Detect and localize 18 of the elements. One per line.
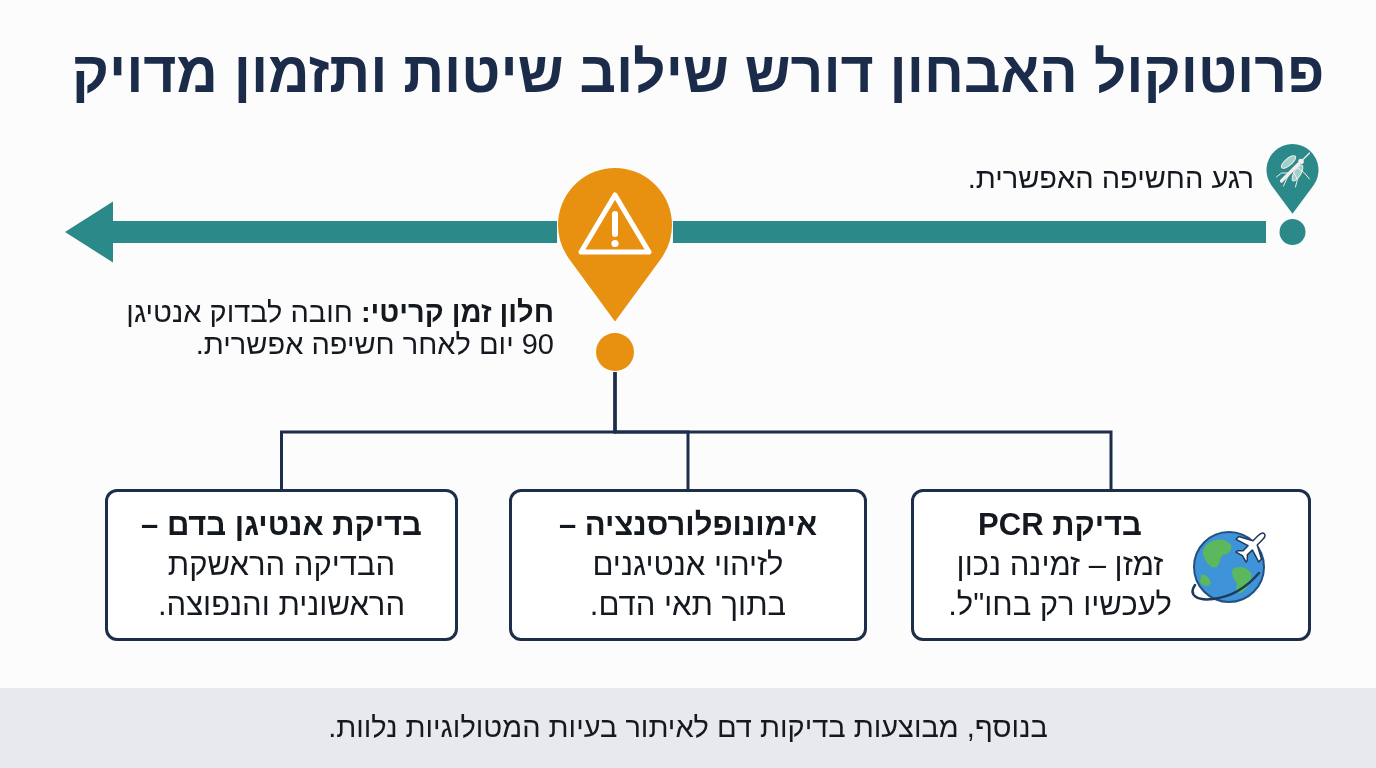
map-pin bbox=[557, 167, 673, 372]
timeline-line bbox=[673, 221, 1266, 243]
map-pin bbox=[1266, 143, 1319, 246]
footer-note: בנוסף, מבוצעות בדיקות דם לאיתור בעיות המטולוגיות נלוות. bbox=[327, 710, 1049, 746]
card-text: הבדיקה הראשקת הראשונית והנפוצה. bbox=[157, 545, 406, 625]
info-card bbox=[509, 489, 867, 641]
card-text: זמזן – זמינה נכון לעכשיו רק בחו"ל. bbox=[947, 545, 1173, 625]
timeline-arrow bbox=[65, 201, 557, 263]
card-heading: אימונופלורסנציה – bbox=[558, 505, 818, 544]
card-heading: בדיקת PCR bbox=[977, 505, 1143, 544]
card-heading: בדיקת אנטיגן בדם – bbox=[140, 505, 423, 544]
connector-line bbox=[280, 372, 617, 489]
title: פרוטוקול האבחון דורש שילוב שיטות ותזמון מדויק bbox=[71, 40, 1325, 106]
card-text: לזיהוי אנטיגנים בתוך תאי הדם. bbox=[589, 545, 787, 625]
info-card bbox=[911, 489, 1311, 641]
event-label: רגע החשיפה האפשרית. bbox=[966, 162, 1254, 195]
info-card bbox=[105, 489, 458, 641]
warning-note: חלון זמן קריטי: חובה לבדוק אנטיגן 90 יום לאחר חשיפה אפשרית. bbox=[125, 296, 554, 361]
